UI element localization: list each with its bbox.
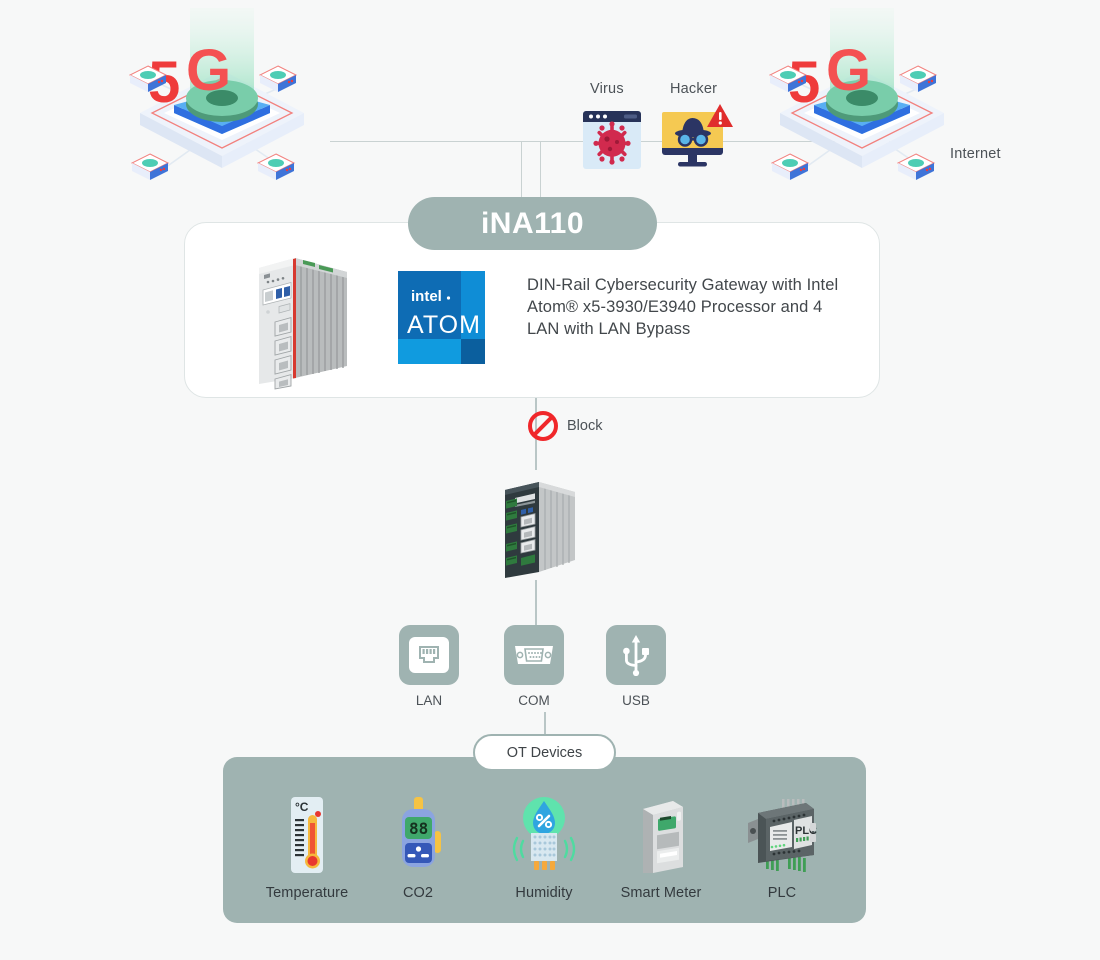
right-network-illustration: 5 G [752, 8, 972, 208]
hacker-icon [658, 102, 734, 172]
co2-display-value: 88 [409, 819, 428, 838]
ot-device-label-temperature: Temperature [265, 885, 349, 901]
ot-device-smart-meter[interactable]: Smart Meter [601, 795, 721, 901]
ot-device-label-humidity: Humidity [515, 885, 573, 901]
port-icon-usb[interactable] [606, 625, 666, 685]
no-entry-block-icon [528, 411, 558, 441]
svg-text:G: G [186, 38, 231, 103]
block-label: Block [567, 418, 603, 434]
humidity-sensor-icon [484, 795, 604, 873]
usb-port-icon [623, 635, 649, 676]
port-label-com: COM [518, 693, 550, 708]
port-label-lan: LAN [415, 693, 443, 708]
connector-line-left-to-gateway [521, 141, 522, 207]
connector-line-device-to-ports [535, 580, 537, 627]
ina110-device-image [243, 238, 355, 390]
svg-text:°C: °C [295, 800, 309, 814]
connector-line-right-to-gateway [540, 141, 541, 207]
virus-icon [581, 109, 643, 171]
ot-device-plc[interactable]: PLC PLC [722, 795, 842, 901]
thermometer-icon: °C [247, 795, 367, 873]
ot-device-label-co2: CO2 [402, 885, 434, 901]
port-icon-com[interactable] [504, 625, 564, 685]
virus-label: Virus [590, 81, 624, 97]
svg-text:G: G [826, 38, 871, 103]
db9-serial-com-port-icon [515, 646, 553, 664]
port-label-usb: USB [622, 693, 650, 708]
ot-device-humidity[interactable]: Humidity [484, 795, 604, 901]
internet-label: Internet [950, 146, 1001, 162]
left-network-illustration: 5 G [112, 8, 332, 208]
product-description: DIN-Rail Cybersecurity Gateway with Inte… [527, 276, 839, 338]
ot-device-label-smart-meter: Smart Meter [620, 885, 702, 901]
ot-devices-label: OT Devices [473, 734, 616, 771]
intel-atom-badge: intel ATOM [398, 271, 485, 364]
smart-meter-icon [601, 795, 721, 873]
block-indicator: Block [527, 410, 602, 442]
atom-wordmark: ATOM [407, 311, 481, 339]
ot-device-label-plc: PLC [767, 885, 797, 901]
plc-module-icon: PLC [722, 795, 842, 873]
co2-meter-icon: 88 [358, 795, 478, 873]
port-icon-lan[interactable] [399, 625, 459, 685]
ot-device-co2[interactable]: 88 CO2 [358, 795, 478, 901]
downstream-device-image [495, 468, 580, 580]
connector-line-ports-to-ot [544, 712, 546, 736]
intel-wordmark: intel [411, 288, 442, 305]
product-name-pill: iNA110 [408, 197, 657, 250]
ot-device-temperature[interactable]: °C Temperature [247, 795, 367, 901]
rj45-lan-port-icon [409, 637, 449, 673]
hacker-label: Hacker [670, 81, 718, 97]
